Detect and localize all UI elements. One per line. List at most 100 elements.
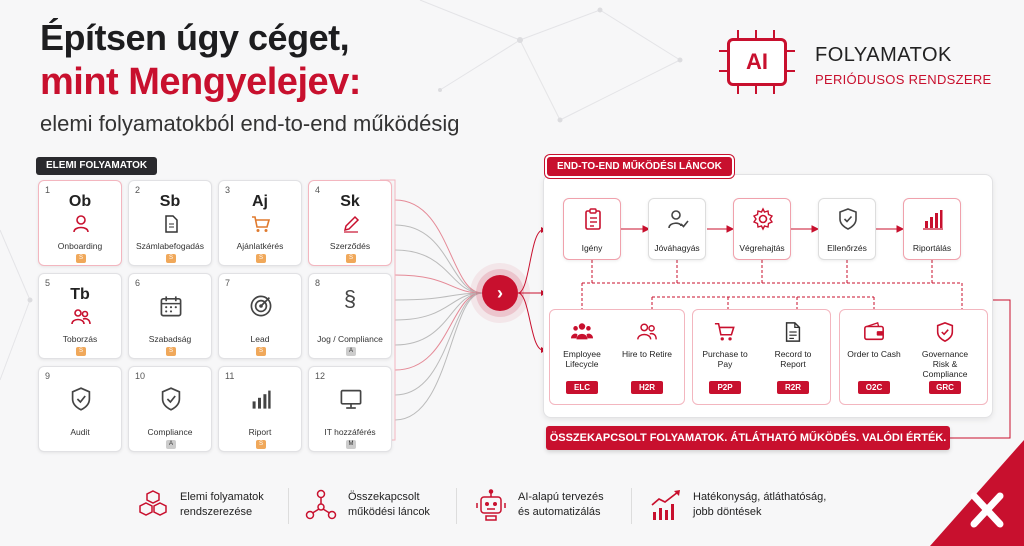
element-card-szabadsag[interactable]: 6 Szabadság S xyxy=(128,273,212,359)
element-card-ajanlatkeres[interactable]: 3 Aj Ajánlatkérés S xyxy=(218,180,302,266)
shield-icon xyxy=(71,387,91,411)
chain-p2p[interactable]: Purchase to Pay P2P xyxy=(694,319,756,399)
card-symbol: Ob xyxy=(68,193,92,210)
card-number: 5 xyxy=(45,278,51,288)
benefit-line2: jobb döntések xyxy=(693,506,762,518)
step-riportalas[interactable]: Riportálás xyxy=(903,198,961,260)
card-badge: A xyxy=(346,347,356,356)
chain-code-badge: ELC xyxy=(566,381,598,394)
headline-line1: Építsen úgy céget, xyxy=(40,17,350,58)
card-label: Toborzás xyxy=(62,334,98,344)
team-icon xyxy=(571,323,593,340)
people-icon xyxy=(637,323,657,340)
chain-label: Governance Risk & Compliance xyxy=(921,349,969,379)
chain-label: Order to Cash xyxy=(847,349,901,359)
chain-code-badge: P2P xyxy=(709,381,741,394)
benefit-line1: AI-alapú tervezés xyxy=(518,491,604,503)
chevron-right-icon[interactable]: › xyxy=(482,275,518,311)
benefit-line1: Elemi folyamatok xyxy=(180,491,264,503)
step-label: Jóváhagyás xyxy=(654,243,700,253)
chain-label: Employee Lifecycle xyxy=(563,349,601,369)
card-label: Jog / Compliance xyxy=(317,334,383,344)
element-card-szerzodes[interactable]: 4 Sk Szerződés S xyxy=(308,180,392,266)
user-icon xyxy=(73,215,89,233)
people-icon xyxy=(71,309,91,325)
chain-h2r[interactable]: Hire to Retire H2R xyxy=(616,319,678,399)
divider xyxy=(456,488,457,524)
network-icon xyxy=(305,489,337,520)
chain-label: Purchase to Pay xyxy=(702,349,748,369)
headline-line2: mint Mengyelejev: xyxy=(40,61,361,103)
card-badge: S xyxy=(76,347,86,356)
card-symbol: Tb xyxy=(70,286,90,303)
document-icon xyxy=(165,215,178,233)
target-icon xyxy=(250,295,272,317)
card-badge: S xyxy=(256,440,266,449)
clipboard-icon xyxy=(585,208,601,230)
element-card-lead[interactable]: 7 Lead S xyxy=(218,273,302,359)
benefit-line2: és automatizálás xyxy=(518,506,601,518)
chain-code-badge: H2R xyxy=(631,381,663,394)
card-number: 3 xyxy=(225,185,231,195)
element-card-audit[interactable]: 9 Audit xyxy=(38,366,122,452)
card-label: Compliance xyxy=(147,427,193,437)
chain-r2r[interactable]: Record to Report R2R xyxy=(762,319,824,399)
card-badge: S xyxy=(76,254,86,263)
card-number: 10 xyxy=(135,371,146,381)
card-number: 8 xyxy=(315,278,321,288)
monitor-icon xyxy=(340,389,362,409)
cart-icon xyxy=(252,216,271,232)
card-number: 11 xyxy=(225,371,235,381)
cart-icon xyxy=(714,322,735,341)
chain-label: Hire to Retire xyxy=(621,349,673,359)
card-symbol: Sb xyxy=(159,193,181,210)
card-label: Lead xyxy=(250,334,270,344)
step-jovahagyas[interactable]: Jóváhagyás xyxy=(648,198,706,260)
card-number: 6 xyxy=(135,278,141,288)
element-card-toborzas[interactable]: 5 Tb Toborzás S xyxy=(38,273,122,359)
card-symbol: Sk xyxy=(340,193,360,210)
element-card-onboarding[interactable]: 1 Ob Onboarding S xyxy=(38,180,122,266)
step-label: Ellenőrzés xyxy=(827,243,867,253)
card-symbol: Aj xyxy=(252,193,268,210)
element-card-jog-compliance[interactable]: 8 § Jog / Compliance A xyxy=(308,273,392,359)
cubes-icon xyxy=(139,490,167,516)
divider xyxy=(631,488,632,524)
chain-code-badge: O2C xyxy=(858,381,890,394)
step-label: Riportálás xyxy=(912,243,952,253)
brand-subtitle: PERIÓDUSOS RENDSZERE xyxy=(815,72,992,87)
card-badge: S xyxy=(166,254,176,263)
pen-icon xyxy=(343,215,360,233)
benefit-item-4: Hatékonyság, átláthatóság,jobb döntések xyxy=(649,484,849,528)
card-label: Riport xyxy=(248,427,272,437)
step-vegrehajtas[interactable]: Végrehajtás xyxy=(733,198,791,260)
step-label: Végrehajtás xyxy=(739,243,785,253)
card-badge: S xyxy=(256,347,266,356)
card-badge: A xyxy=(166,440,176,449)
step-ellenorzes[interactable]: Ellenőrzés xyxy=(818,198,876,260)
chain-code-badge: R2R xyxy=(777,381,809,394)
shield-check-icon xyxy=(936,322,954,343)
benefit-line2: működési láncok xyxy=(348,506,430,518)
chain-grc[interactable]: Governance Risk & Compliance GRC xyxy=(914,319,976,399)
card-label: Onboarding xyxy=(57,241,103,251)
element-card-szamlabefogadas[interactable]: 2 Sb Számlabefogadás S xyxy=(128,180,212,266)
card-label: Szerződés xyxy=(329,241,371,251)
brand-logo: AI FOLYAMATOK PERIÓDUSOS RENDSZERE xyxy=(715,30,995,94)
element-card-riport[interactable]: 11 Riport S xyxy=(218,366,302,452)
ai-chip-icon: AI xyxy=(727,38,787,86)
element-card-it-hozzaferes[interactable]: 12 IT hozzáférés M xyxy=(308,366,392,452)
element-card-compliance[interactable]: 10 Compliance A xyxy=(128,366,212,452)
step-igeny[interactable]: Igény xyxy=(563,198,621,260)
card-label: IT hozzáférés xyxy=(324,427,376,437)
step-label: Igény xyxy=(581,243,603,253)
chain-o2c[interactable]: Order to Cash O2C xyxy=(843,319,905,399)
shield-check-icon xyxy=(839,208,857,230)
chain-elc[interactable]: Employee Lifecycle ELC xyxy=(551,319,613,399)
gear-icon xyxy=(752,207,774,231)
wallet-icon xyxy=(864,321,884,341)
card-badge: M xyxy=(346,440,356,449)
calendar-icon xyxy=(160,296,182,317)
